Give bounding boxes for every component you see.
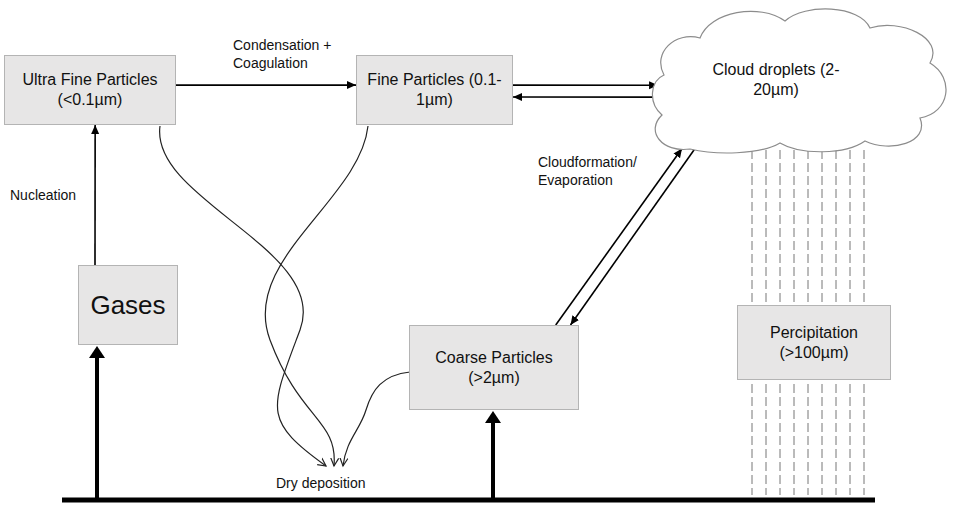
particle-box: Fine Particles (0.1-1µm)	[356, 55, 513, 125]
emission-arrow	[491, 421, 495, 498]
emission-arrowhead	[485, 411, 501, 423]
precipitation-box: Percipitation (>100µm)	[737, 305, 891, 380]
flow-arrow	[176, 84, 356, 86]
node-text: Gases	[90, 289, 165, 322]
dry-deposition-curve	[343, 372, 410, 466]
node-text: Fine Particles (0.1-1µm)	[364, 70, 505, 110]
node-text: Ultra Fine Particles (<0.1µm)	[12, 70, 168, 110]
node-text: Cloud droplets (2-20µm)	[701, 60, 851, 100]
source-box: Gases	[78, 265, 178, 345]
flow-arrow	[513, 84, 658, 86]
ground-line	[62, 498, 875, 503]
flow-arrow	[94, 125, 96, 265]
deposition-label: Dry deposition	[276, 474, 406, 492]
emission-arrowhead	[89, 346, 105, 358]
particle-box: Coarse Particles (>2µm)	[409, 325, 579, 410]
particle-box: Ultra Fine Particles (<0.1µm)	[4, 55, 176, 125]
dry-deposition-curve	[160, 126, 326, 466]
cloud-shape: Cloud droplets (2-20µm)	[600, 3, 952, 150]
process-label: Nucleation	[10, 186, 100, 204]
flow-arrow	[513, 96, 658, 98]
node-text: Percipitation (>100µm)	[745, 323, 883, 363]
process-label: Condensation + Coagulation	[233, 36, 351, 72]
emission-arrow	[95, 356, 99, 498]
node-text: Coarse Particles (>2µm)	[417, 348, 571, 388]
process-label: Cloudformation/ Evaporation	[538, 153, 650, 189]
dry-deposition-curve	[265, 126, 368, 466]
